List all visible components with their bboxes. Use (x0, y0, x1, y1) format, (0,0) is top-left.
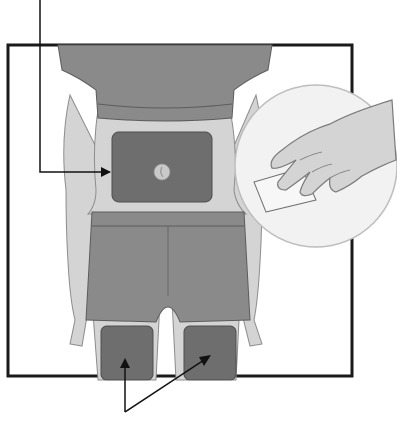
left-thigh-injection-area (101, 326, 153, 380)
right-thigh-injection-area (184, 326, 236, 380)
inset-hand-wipe (235, 85, 397, 247)
body-figure (58, 45, 272, 380)
navel (154, 164, 170, 180)
shirt (58, 45, 272, 121)
